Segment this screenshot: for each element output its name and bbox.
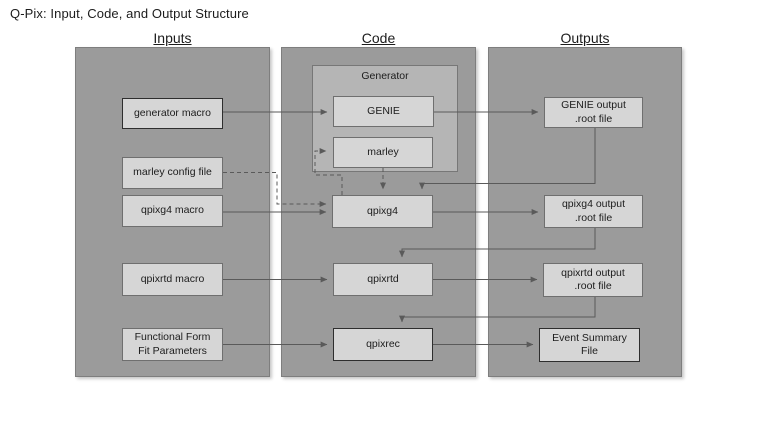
node-qpixrtd-output-root-file: qpixrtd output .root file <box>543 263 643 297</box>
node-qpixrtd-macro: qpixrtd macro <box>122 263 223 296</box>
node-genie: GENIE <box>333 96 434 127</box>
node-qpixrec: qpixrec <box>333 328 433 361</box>
node-functional-form-fit-parameters: Functional Form Fit Parameters <box>122 328 223 361</box>
node-qpixrtd: qpixrtd <box>333 263 433 296</box>
diagram-title: Q-Pix: Input, Code, and Output Structure <box>10 6 249 21</box>
node-genie-output-root-file: GENIE output .root file <box>544 97 643 128</box>
node-qpixg4-output-root-file: qpixg4 output .root file <box>544 195 643 228</box>
column-header-inputs: Inputs <box>153 30 192 46</box>
column-header-outputs: Outputs <box>560 30 610 46</box>
node-event-summary-file: Event Summary File <box>539 328 640 362</box>
column-header-code: Code <box>361 30 396 46</box>
node-qpixg4: qpixg4 <box>332 195 433 228</box>
node-generator-macro: generator macro <box>122 98 223 129</box>
generator-group-label: Generator <box>361 70 409 82</box>
node-marley-config-file: marley config file <box>122 157 223 189</box>
node-marley: marley <box>333 137 433 168</box>
node-qpixg4-macro: qpixg4 macro <box>122 195 223 227</box>
